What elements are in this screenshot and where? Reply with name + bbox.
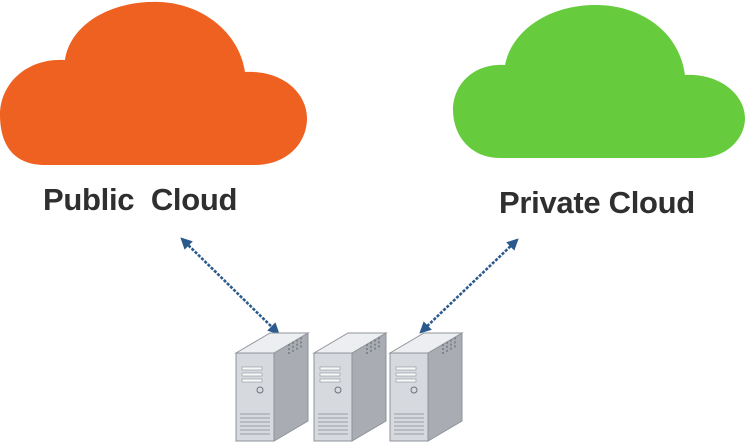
server-cluster	[234, 332, 464, 442]
public-cloud-label: Public Cloud	[43, 182, 238, 217]
public-cloud-connection-arrow	[180, 237, 280, 335]
server-tower-icon	[312, 332, 388, 442]
server-tower-icon	[234, 332, 310, 442]
server-tower-icon	[388, 332, 464, 442]
private-cloud-icon	[453, 4, 745, 158]
private-cloud-label: Private Cloud	[499, 185, 695, 220]
public-cloud-icon	[0, 1, 307, 166]
private-cloud-connection-arrow	[419, 238, 519, 334]
